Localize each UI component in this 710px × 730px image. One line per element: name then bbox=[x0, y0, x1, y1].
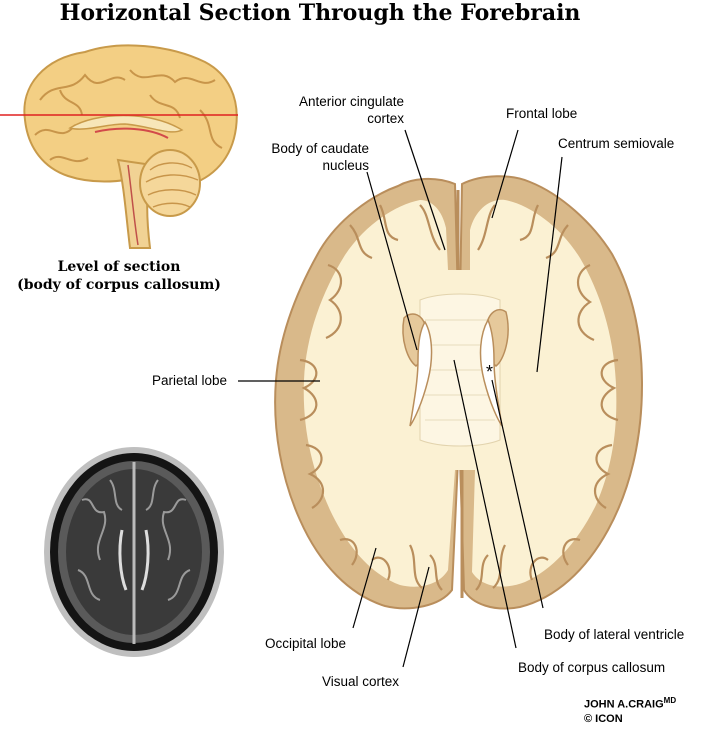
inset-caption: Level of section (body of corpus callosu… bbox=[10, 258, 228, 294]
sagittal-ventricle-line bbox=[94, 127, 169, 139]
page-title: Horizontal Section Through the Forebrain bbox=[59, 0, 581, 26]
sagittal-brain-inset bbox=[0, 44, 238, 249]
label-centrum-semiovale: Centrum semiovale bbox=[558, 136, 675, 151]
asterisk-marker: * bbox=[486, 362, 494, 382]
leader-lines bbox=[238, 129, 563, 668]
signature-name: JOHN A.CRAIG bbox=[584, 698, 664, 711]
mri-axial-inset bbox=[44, 447, 224, 657]
artist-signature: JOHN A.CRAIGMD © ICON bbox=[584, 694, 676, 726]
sagittal-cerebellum bbox=[139, 149, 201, 217]
inset-caption-line1: Level of section bbox=[57, 259, 181, 275]
lateral-ventricle-left bbox=[409, 320, 433, 427]
label-body-of-caudate-nucleus: Body of caudate nucleus bbox=[250, 140, 369, 174]
label-visual-cortex: Visual cortex bbox=[322, 674, 400, 689]
label-body-of-corpus-callosum: Body of corpus callosum bbox=[518, 660, 666, 675]
inset-caption-line2: (body of corpus callosum) bbox=[17, 277, 221, 293]
label-caudate-line2: nucleus bbox=[322, 158, 369, 173]
label-occipital-lobe: Occipital lobe bbox=[265, 636, 347, 651]
label-parietal-lobe: Parietal lobe bbox=[152, 373, 228, 388]
signature-logo: © ICON bbox=[584, 712, 623, 725]
horizontal-brain-section bbox=[238, 129, 644, 668]
label-caudate-line1: Body of caudate bbox=[271, 141, 369, 156]
label-body-of-lateral-ventricle: Body of lateral ventricle bbox=[544, 627, 685, 642]
sagittal-corpus-callosum bbox=[68, 114, 184, 133]
label-anterior-cingulate-line1: Anterior cingulate bbox=[298, 94, 404, 109]
label-frontal-lobe: Frontal lobe bbox=[506, 106, 578, 121]
label-anterior-cingulate-line2: cortex bbox=[367, 111, 404, 126]
signature-suffix: MD bbox=[663, 696, 677, 705]
label-anterior-cingulate-cortex: Anterior cingulate cortex bbox=[270, 93, 404, 127]
